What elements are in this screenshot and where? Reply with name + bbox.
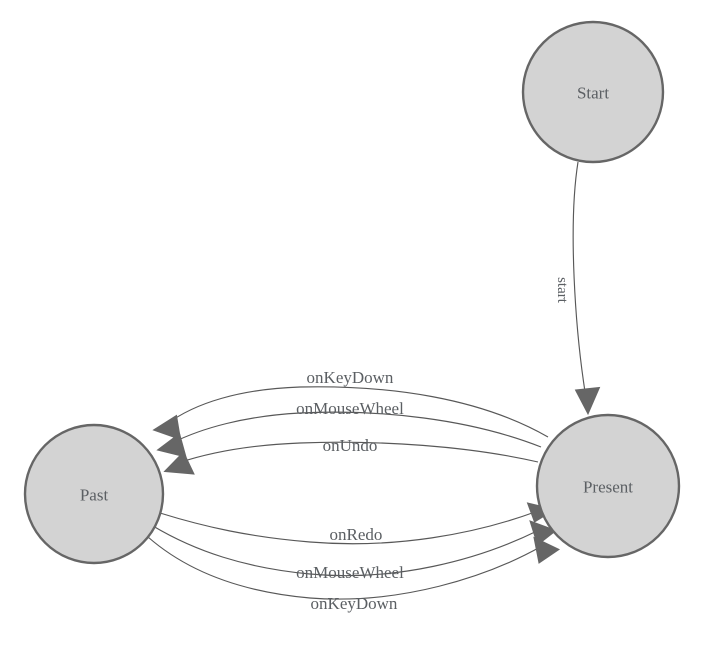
node-past[interactable]: Past <box>23 423 165 565</box>
edge-present-to-past-onkeydown-path <box>166 386 549 438</box>
node-present[interactable]: Present <box>535 413 681 559</box>
edge-label-past-present-onkeydown: onKeyDown <box>311 594 398 613</box>
edge-label-present-past-onmousewheel: onMouseWheel <box>296 399 404 418</box>
arrowhead-into-past-2 <box>156 432 187 458</box>
node-start-circle <box>521 20 665 164</box>
edge-label-present-past-onundo: onUndo <box>323 436 378 455</box>
edge-present-to-past-onundo[interactable]: onUndo <box>163 436 539 475</box>
edge-past-to-present-onredo[interactable]: onRedo <box>159 502 557 545</box>
edge-label-present-past-onkeydown: onKeyDown <box>307 368 394 387</box>
edge-present-to-past-onkeydown[interactable]: onKeyDown <box>152 368 549 441</box>
edge-start-to-present[interactable]: start <box>554 161 601 416</box>
edge-label-past-present-onmousewheel: onMouseWheel <box>296 563 404 582</box>
arrowhead-into-present-top <box>574 386 601 416</box>
edge-past-to-present-onkeydown[interactable]: onKeyDown <box>147 536 561 613</box>
edge-past-to-present-onkeydown-path <box>147 536 543 600</box>
node-present-label: Present <box>583 478 633 497</box>
node-start[interactable]: Start <box>521 20 665 164</box>
arrowhead-into-past-1 <box>152 414 182 441</box>
node-present-circle <box>535 413 681 559</box>
edge-past-to-present-onmousewheel-path <box>152 525 538 577</box>
arrowhead-into-past-3 <box>163 451 195 475</box>
node-start-label: Start <box>577 84 609 103</box>
node-past-label: Past <box>80 486 109 505</box>
edge-past-to-present-onredo-path <box>159 511 536 545</box>
arrowhead-into-present-3 <box>533 536 561 564</box>
edge-start-to-present-path <box>572 161 587 399</box>
edge-label-start: start <box>554 277 570 304</box>
edge-present-to-past-onmousewheel-path <box>171 411 542 448</box>
edge-present-to-past-onundo-path <box>177 441 539 464</box>
edge-present-to-past-onmousewheel[interactable]: onMouseWheel <box>156 399 542 458</box>
edge-label-past-present-onredo: onRedo <box>330 525 383 544</box>
node-past-circle <box>23 423 165 565</box>
